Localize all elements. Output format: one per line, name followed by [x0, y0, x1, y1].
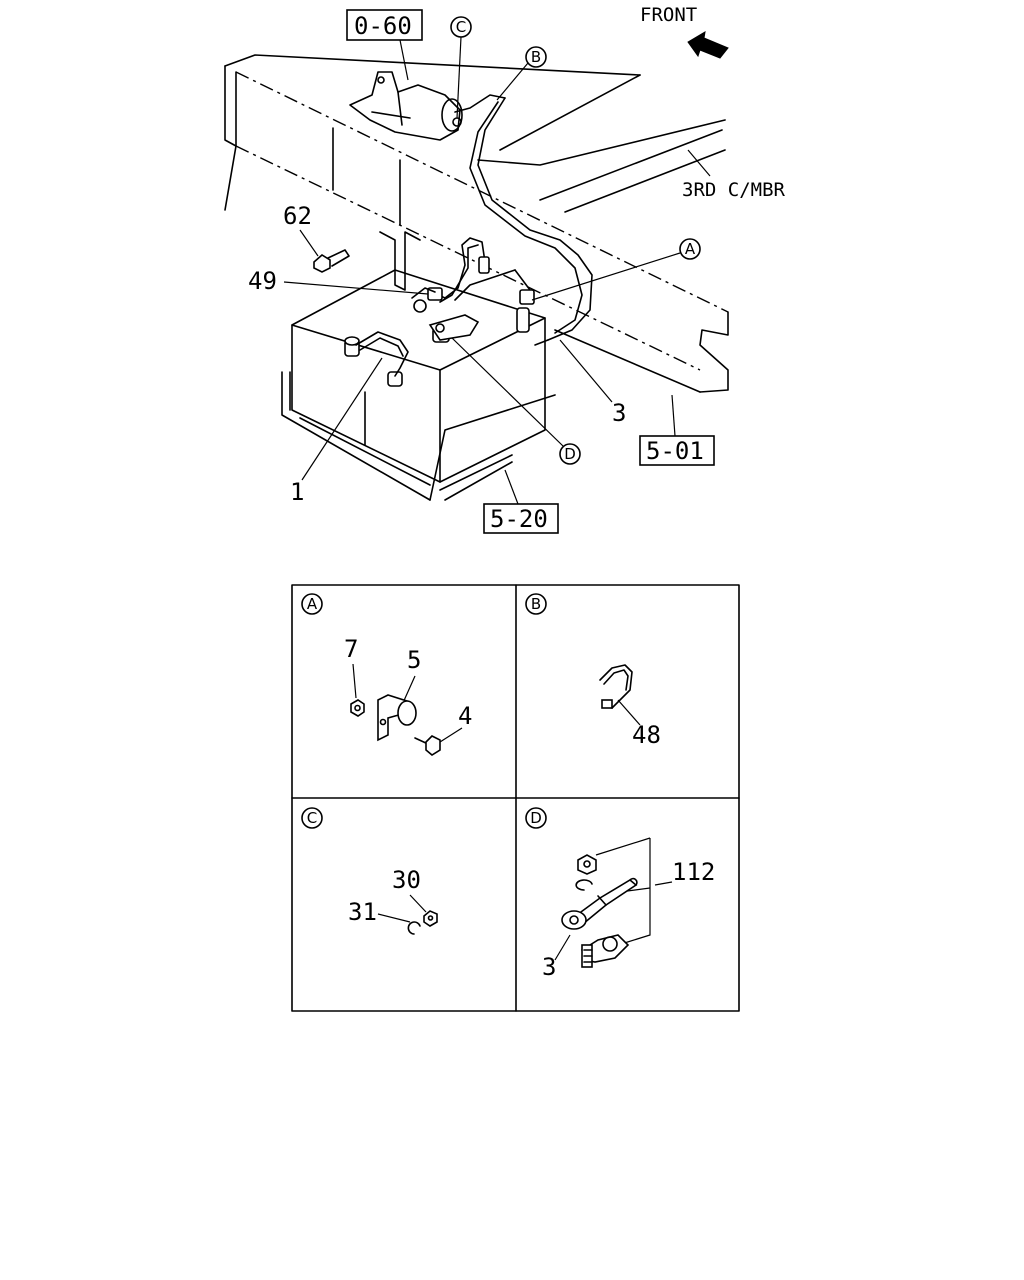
- part-3-label: 3: [612, 399, 626, 427]
- callout-a[interactable]: A: [531, 238, 701, 301]
- part-62-label: 62: [283, 202, 312, 230]
- detail-grid: [291, 584, 740, 1012]
- svg-text:0-60: 0-60: [354, 12, 412, 40]
- nut-icon: [350, 699, 365, 717]
- washer-icon: [575, 879, 593, 891]
- detail-a-title: A: [307, 595, 318, 613]
- nut-icon: [423, 910, 438, 927]
- detail-c-panel: C 30 31: [301, 807, 438, 935]
- nut-icon: [577, 854, 597, 875]
- part-49-label: 49: [248, 267, 277, 295]
- battery-terminals: [344, 314, 480, 387]
- detail-c-part-30: 30: [392, 866, 421, 894]
- detail-b-panel: B 48: [525, 593, 661, 749]
- battery: [291, 269, 546, 491]
- third-cross-member: [477, 74, 726, 213]
- bolt-62: [313, 249, 350, 273]
- svg-text:D: D: [564, 445, 576, 463]
- detail-c-part-31: 31: [348, 898, 377, 926]
- svg-text:C: C: [456, 18, 466, 36]
- detail-d-panel: D 112 3: [525, 807, 715, 981]
- battery-tray: [281, 231, 556, 501]
- svg-text:5-01: 5-01: [646, 437, 704, 465]
- svg-text:A: A: [685, 240, 696, 258]
- svg-text:5-20: 5-20: [490, 505, 548, 533]
- ref-box-0-60[interactable]: 0-60: [346, 9, 423, 81]
- detail-c-title: C: [307, 809, 317, 827]
- detail-b-title: B: [531, 595, 541, 613]
- jumper-cable: [355, 331, 409, 377]
- callout-c[interactable]: C: [450, 16, 472, 119]
- detail-d-title: D: [530, 809, 542, 827]
- member-label: 3RD C/MBR: [682, 179, 786, 201]
- detail-a-panel: A 7 5 4: [301, 593, 472, 756]
- detail-a-part-4: 4: [458, 702, 472, 730]
- ground-cable: [411, 237, 490, 313]
- front-label: FRONT: [640, 4, 697, 26]
- main-assembly-view: FRONT 3RD C/MBR 0-60 5-01 5-20 C B: [224, 4, 786, 534]
- ref-box-5-01[interactable]: 5-01: [639, 394, 715, 466]
- front-arrow-icon: [687, 31, 729, 59]
- svg-text:B: B: [531, 48, 541, 66]
- detail-a-part-7: 7: [344, 635, 358, 663]
- ref-box-5-20[interactable]: 5-20: [483, 469, 559, 534]
- cable-clip-a: [516, 289, 535, 333]
- battery-cable: [454, 94, 593, 346]
- cable-band-icon: [599, 664, 633, 709]
- detail-d-part-112: 112: [672, 858, 715, 886]
- detail-d-part-3: 3: [542, 953, 556, 981]
- detail-b-part-48: 48: [632, 721, 661, 749]
- starter-motor: [349, 71, 463, 141]
- washer-icon: [407, 921, 421, 935]
- callout-d[interactable]: D: [451, 337, 581, 465]
- callout-b[interactable]: B: [496, 46, 547, 101]
- frame-rail: [224, 54, 729, 393]
- detail-a-part-5: 5: [407, 646, 421, 674]
- part-1-label: 1: [290, 478, 304, 506]
